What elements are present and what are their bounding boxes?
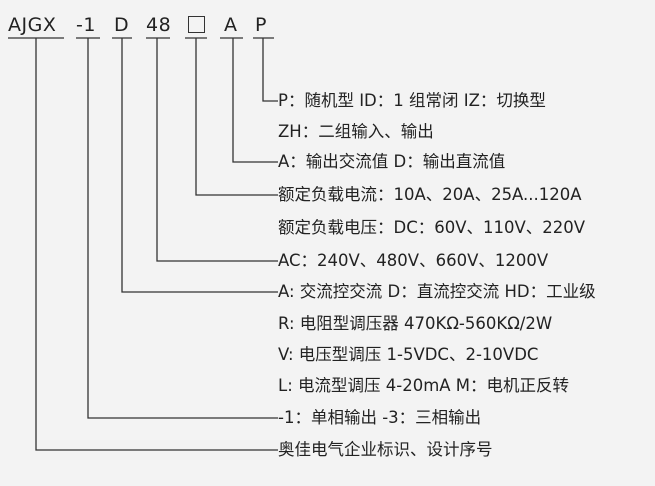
desc-resistor: R: 电阻型调压器 470KΩ-560KΩ/2W [278, 314, 553, 333]
connector-a [232, 38, 278, 163]
code-type: P [255, 14, 267, 36]
code-voltage: 48 [146, 14, 172, 36]
desc-phase: -1：单相输出 -3：三相输出 [278, 408, 482, 427]
code-control: D [114, 14, 130, 36]
desc-current-reg: L: 电流型调压 4-20mA M：电机正反转 [278, 376, 570, 395]
desc-type: P：随机型 ID：1 组常闭 IZ：切换型 [278, 91, 546, 110]
desc-voltage-reg: V: 电压型调压 1-5VDC、2-10VDC [278, 345, 539, 364]
code-phase: -1 [76, 14, 96, 36]
connector-1 [87, 38, 278, 419]
desc-current: 额定负载电流：10A、20A、25A...120A [278, 185, 582, 204]
connector-ajgx [35, 38, 278, 451]
desc-voltage-ac: AC：240V、480V、660V、1200V [278, 251, 549, 270]
connector-48 [156, 38, 278, 262]
desc-brand: 奥佳电气企业标识、设计序号 [278, 440, 493, 459]
desc-zh: ZH：二组输入、输出 [278, 122, 434, 141]
desc-control: A: 交流控交流 D：直流控交流 HD：工业级 [278, 282, 596, 301]
code-series: AJGX [8, 14, 57, 36]
desc-output: A：输出交流值 D：输出直流值 [278, 152, 506, 171]
desc-voltage-dc: 额定负载电压：DC：60V、110V、220V [278, 218, 586, 237]
connector-p [262, 38, 278, 102]
connector-d [121, 38, 278, 293]
code-output: A [224, 14, 238, 36]
connector-box [195, 38, 278, 196]
current-placeholder-box [188, 16, 205, 33]
